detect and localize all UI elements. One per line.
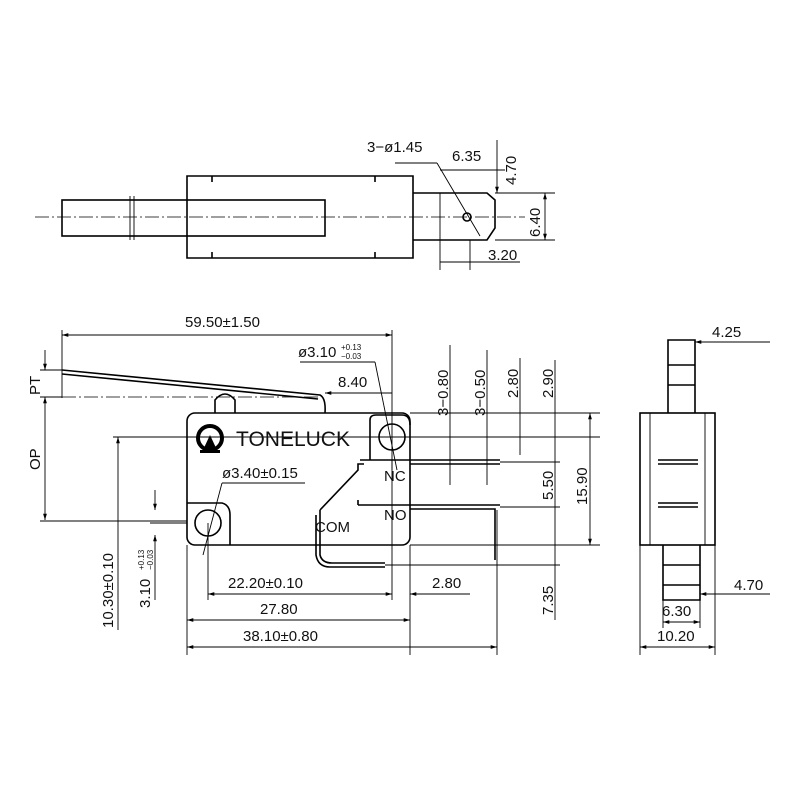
dim-6-35: 6.35 bbox=[452, 148, 481, 165]
dim-holes: 3−ø1.45 bbox=[367, 139, 422, 156]
toneluck-logo-icon bbox=[196, 424, 224, 453]
dim-hole-nc-minus: −0.03 bbox=[341, 352, 362, 361]
brand-label: TONELUCK bbox=[236, 428, 350, 451]
dim-2-80-bottom: 2.80 bbox=[432, 575, 461, 592]
dim-3-10-minus: −0.03 bbox=[146, 549, 155, 570]
dim-hole-nc: ø3.10 bbox=[298, 344, 336, 361]
dim-4-25: 4.25 bbox=[712, 324, 741, 341]
dim-3-20: 3.20 bbox=[488, 247, 517, 264]
top-view: 3−ø1.45 6.35 4.70 6.40 3.20 bbox=[35, 139, 555, 270]
dim-27-80: 27.80 bbox=[260, 601, 298, 618]
dim-length: 59.50±1.50 bbox=[185, 314, 260, 331]
side-view: 4.25 4.70 6.30 10.20 bbox=[639, 324, 770, 655]
dim-hole-nc-plus: +0.13 bbox=[341, 343, 362, 352]
front-view: 59.50±1.50 8.40 ø3.10 +0.13 −0.03 PT OP bbox=[27, 314, 600, 655]
dim-3-0-50: 3−0.50 bbox=[472, 370, 489, 416]
label-op: OP bbox=[27, 448, 44, 470]
dim-3-10-plus: +0.13 bbox=[137, 549, 146, 570]
dim-4-70-top: 4.70 bbox=[503, 156, 520, 185]
label-nc: NC bbox=[384, 468, 406, 485]
dim-5-50: 5.50 bbox=[540, 471, 557, 500]
dim-8-40: 8.40 bbox=[338, 374, 367, 391]
dim-hole-left: ø3.40±0.15 bbox=[222, 465, 298, 482]
label-com: COM bbox=[315, 519, 350, 536]
dim-3-0-80: 3−0.80 bbox=[435, 370, 452, 416]
dim-6-40: 6.40 bbox=[527, 208, 544, 237]
label-no: NO bbox=[384, 507, 407, 524]
dim-22-20: 22.20±0.10 bbox=[228, 575, 303, 592]
dim-15-90: 15.90 bbox=[574, 467, 591, 505]
dim-38-10: 38.10±0.80 bbox=[243, 628, 318, 645]
dim-10-30: 10.30±0.10 bbox=[100, 553, 117, 628]
dim-7-35: 7.35 bbox=[540, 586, 557, 615]
dim-2-80-top: 2.80 bbox=[505, 369, 522, 398]
dim-4-70-side: 4.70 bbox=[734, 577, 763, 594]
dim-2-90: 2.90 bbox=[540, 369, 557, 398]
dim-3-10: 3.10 bbox=[137, 579, 154, 608]
label-pt: PT bbox=[27, 376, 44, 395]
dim-6-30: 6.30 bbox=[662, 603, 691, 620]
dim-10-20: 10.20 bbox=[657, 628, 695, 645]
